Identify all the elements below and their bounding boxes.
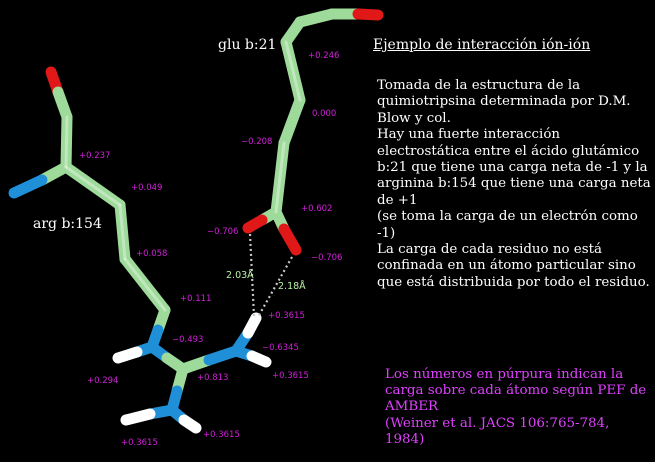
residue-label-glu: glu b:21 — [218, 37, 277, 53]
charge-label: +0.049 — [131, 183, 162, 193]
page-title: Ejemplo de interacción ión-ión — [373, 37, 591, 53]
charge-label: 0.000 — [312, 109, 336, 119]
distance-label-2: 2.18Å — [278, 280, 306, 292]
charge-label: +0.058 — [136, 249, 167, 259]
charge-label: −0.706 — [311, 253, 342, 263]
charge-label: +0.602 — [301, 204, 332, 214]
stick-highlights — [64, 40, 302, 312]
glu-residue-sticks — [242, 8, 384, 256]
arg-residue-sticks — [8, 66, 272, 434]
description-paragraph: La carga de cada residuo no está confina… — [377, 242, 650, 290]
charge-label: −0.493 — [172, 335, 203, 345]
distance-label-1: 2.03Å — [226, 269, 254, 281]
charge-label: +0.813 — [197, 373, 228, 383]
description-paragraph: Hay una fuerte interacción electrostátic… — [377, 127, 651, 208]
description-text: Tomada de la estructura de la quimiotrip… — [377, 78, 655, 291]
charge-label: +0.3615 — [268, 311, 305, 321]
hydrogen-bonds — [248, 233, 293, 318]
atom-charge-labels: +0.246 0.000 −0.208 +0.602 −0.706 −0.706 +0.23… — [79, 51, 342, 448]
charge-label: −0.208 — [241, 137, 272, 147]
residue-label-arg: arg b:154 — [33, 216, 102, 232]
charge-label: +0.3615 — [203, 430, 240, 440]
note-paragraph: (Weiner et al. JACS 106:765-784, 1984) — [385, 415, 610, 447]
note-paragraph: Los números en púrpura indican la carga … — [385, 367, 647, 415]
charge-label: +0.294 — [87, 376, 118, 386]
charge-label: +0.237 — [79, 151, 110, 161]
charge-label: +0.3615 — [121, 438, 158, 448]
charge-label: +0.246 — [308, 51, 339, 61]
description-paragraph: (se toma la carga de un electrón como -1… — [377, 209, 638, 241]
charge-note: Los números en púrpura indican la carga … — [385, 367, 650, 448]
charge-label: +0.111 — [180, 294, 211, 304]
description-paragraph: Tomada de la estructura de la quimiotrip… — [377, 78, 631, 126]
charge-label: −0.6345 — [262, 343, 299, 353]
charge-label: +0.3615 — [272, 371, 309, 381]
charge-label: −0.706 — [207, 227, 238, 237]
